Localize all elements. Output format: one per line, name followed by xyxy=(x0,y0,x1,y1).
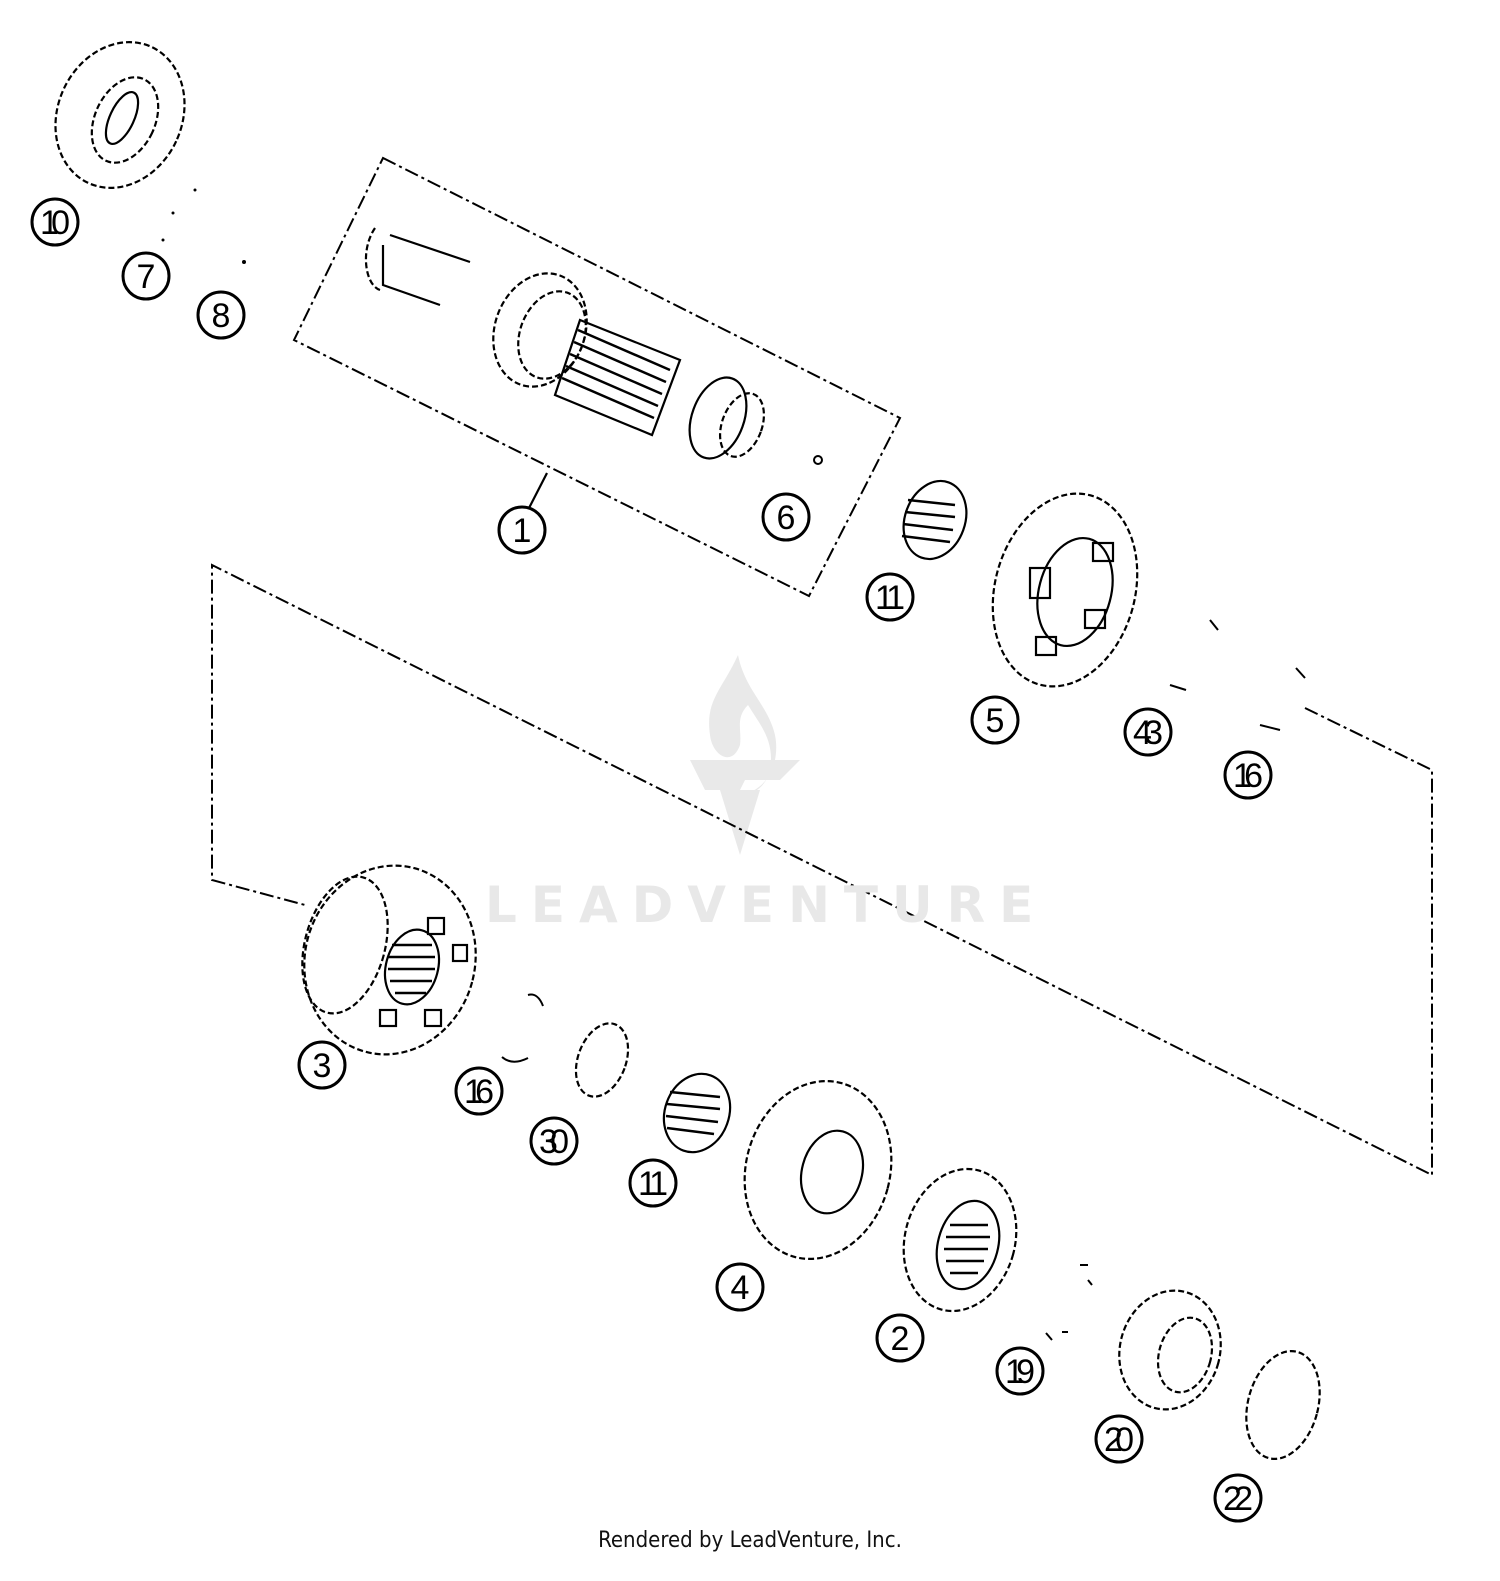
part-gear-3[interactable] xyxy=(283,846,496,1074)
watermark-logo-icon xyxy=(690,655,800,855)
part-gear-5[interactable] xyxy=(972,477,1158,703)
callout-7[interactable]: 7 xyxy=(121,251,171,301)
callout-16b[interactable]: 16 xyxy=(454,1066,504,1116)
part-washer-10[interactable] xyxy=(32,21,208,209)
watermark-text: LEADVENTURE xyxy=(485,876,1048,934)
callout-6[interactable]: 6 xyxy=(761,492,811,542)
callout-circle xyxy=(1123,707,1173,757)
callout-number: 22 xyxy=(1223,1480,1253,1518)
callout-4[interactable]: 4 xyxy=(715,1262,765,1312)
callout-number: 1 xyxy=(513,512,532,550)
callout-number: 11 xyxy=(638,1165,668,1203)
callout-number: 2 xyxy=(891,1320,910,1358)
footer-credit: Rendered by LeadVenture, Inc. xyxy=(598,1528,902,1553)
callout-number: 7 xyxy=(137,258,156,296)
part-gear-4[interactable] xyxy=(718,1064,911,1275)
callout-number: 16 xyxy=(464,1073,494,1111)
callout-circle xyxy=(761,492,811,542)
part-needle-bearing-11b[interactable] xyxy=(653,1064,741,1161)
callout-circle xyxy=(875,1313,925,1363)
callout-1[interactable]: 1 xyxy=(497,505,547,555)
callout-number: 16 xyxy=(1233,757,1263,795)
callout-number: 20 xyxy=(1104,1421,1134,1459)
callout-11b[interactable]: 11 xyxy=(628,1158,678,1208)
callout-number: 10 xyxy=(40,204,70,242)
callout-circle xyxy=(297,1040,347,1090)
callout-circle xyxy=(995,1346,1045,1396)
callout-circle xyxy=(628,1158,678,1208)
callout-number: 11 xyxy=(875,579,905,617)
callout-circle xyxy=(1213,1473,1263,1523)
callout-8[interactable]: 8 xyxy=(196,290,246,340)
callout-22[interactable]: 22 xyxy=(1213,1473,1263,1523)
callout-16a[interactable]: 16 xyxy=(1223,750,1273,800)
callout-2[interactable]: 2 xyxy=(875,1313,925,1363)
callout-circle xyxy=(865,572,915,622)
callout-number: 3 xyxy=(313,1047,332,1085)
callout-20[interactable]: 20 xyxy=(1094,1414,1144,1464)
callout-number: 30 xyxy=(539,1123,569,1161)
callout-number: 4 xyxy=(731,1269,750,1307)
callout-circle xyxy=(196,290,246,340)
part-needle-bearing-11a[interactable] xyxy=(893,472,977,568)
callout-circle xyxy=(454,1066,504,1116)
callout-5[interactable]: 5 xyxy=(970,695,1020,745)
part-washer-20[interactable] xyxy=(1106,1279,1234,1421)
part-pin-6[interactable] xyxy=(813,455,823,465)
part-stop-ring-30[interactable] xyxy=(566,1016,637,1104)
callout-number: 5 xyxy=(986,702,1005,740)
part-main-shaft-1[interactable] xyxy=(292,156,902,598)
assembly-outline xyxy=(211,563,1433,1177)
part-gear-2[interactable] xyxy=(888,1156,1032,1324)
callout-3[interactable]: 3 xyxy=(297,1040,347,1090)
part-small-bits-43-16 xyxy=(1169,619,1306,731)
callout-43[interactable]: 43 xyxy=(1123,707,1173,757)
part-circlip-16b[interactable] xyxy=(501,993,544,1063)
part-small-bits-7-8 xyxy=(161,188,246,264)
callout-19[interactable]: 19 xyxy=(995,1346,1045,1396)
callout-11a[interactable]: 11 xyxy=(865,572,915,622)
callout-30[interactable]: 30 xyxy=(529,1116,579,1166)
callout-circle xyxy=(970,695,1020,745)
callout-10[interactable]: 10 xyxy=(30,197,80,247)
callout-number: 19 xyxy=(1005,1353,1035,1391)
callout-number: 6 xyxy=(777,499,796,537)
callout-number: 8 xyxy=(212,297,231,335)
part-small-bits-19 xyxy=(1045,1264,1093,1341)
callout-circle xyxy=(1223,750,1273,800)
callout-circle xyxy=(121,251,171,301)
part-circlip-22[interactable] xyxy=(1235,1343,1331,1467)
callout-circle xyxy=(529,1116,579,1166)
callout-number: 43 xyxy=(1133,714,1163,752)
callout-circle xyxy=(715,1262,765,1312)
callout-circle xyxy=(497,505,547,555)
callout-circle xyxy=(1094,1414,1144,1464)
callout-circle xyxy=(30,197,80,247)
